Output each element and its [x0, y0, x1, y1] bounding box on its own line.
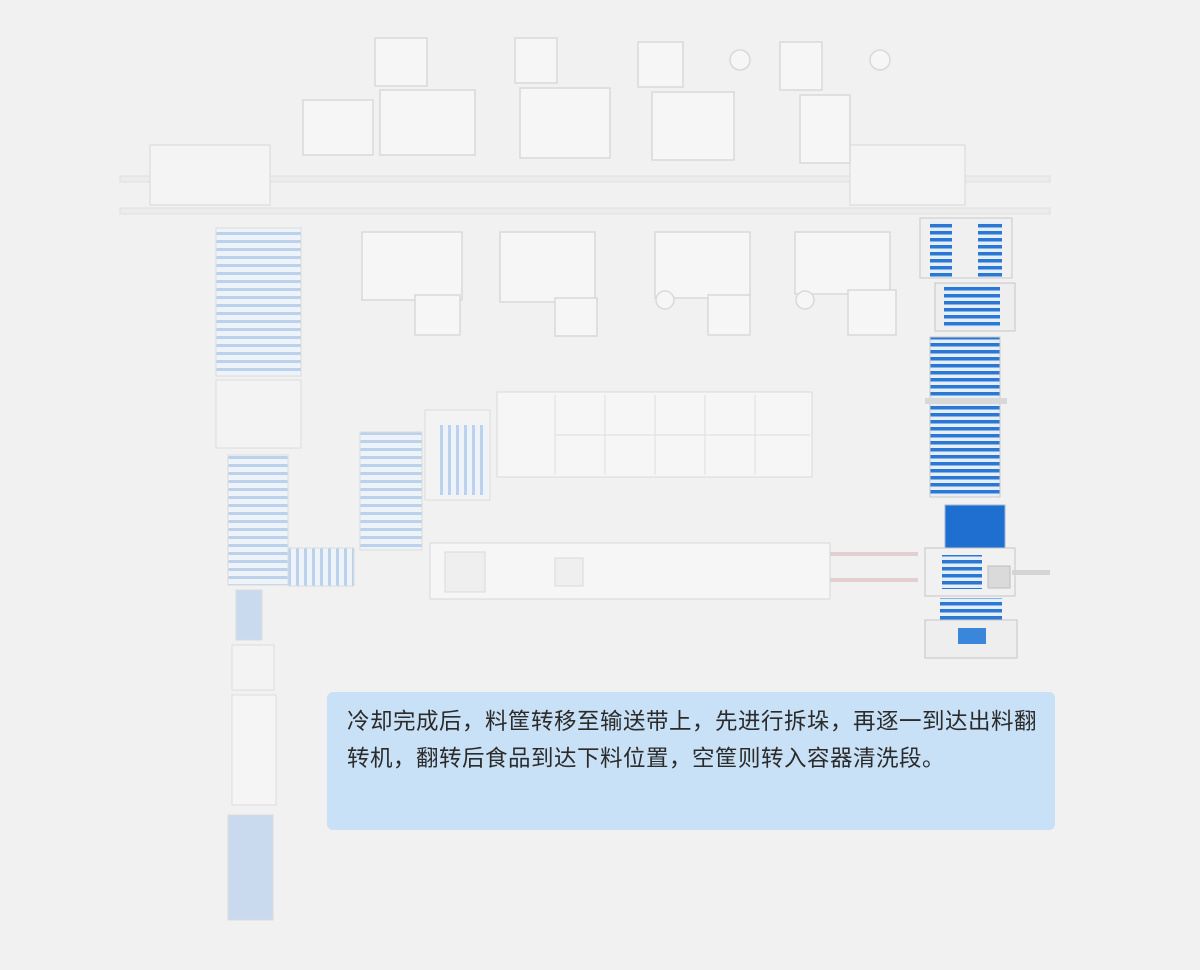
outfeed-turnover-station: [919, 217, 1050, 659]
cooking-units-middle: [361, 231, 897, 337]
description-caption: 冷却完成后，料筐转移至输送带上，先进行拆垛，再逐一到达出料翻转机，翻转后食品到达…: [327, 692, 1055, 830]
lower-conveyor: [287, 542, 918, 600]
cooking-units-top: [302, 37, 891, 164]
overhead-rail: [119, 144, 1051, 215]
left-conveyor: [215, 227, 302, 921]
stacking-area: [359, 391, 813, 551]
